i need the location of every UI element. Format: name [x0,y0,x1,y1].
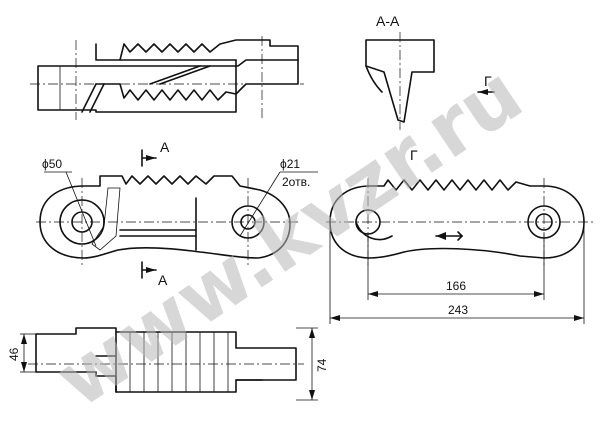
section-title: А-А [376,13,400,29]
front-view-right: Г 166 243 [326,147,596,324]
dim-243: 243 [448,303,468,317]
bottom-view: 46 74 [7,327,329,401]
dim-phi21: ϕ21 [280,157,300,171]
dim-74: 74 [315,358,329,372]
front-view-left: А А ϕ50 ϕ21 2отв. [36,139,318,288]
dim-166: 166 [446,279,466,293]
dim-46: 46 [7,347,21,361]
top-view [30,36,304,120]
dim-holes-count: 2отв. [282,175,310,189]
section-mark-a-top: А [160,139,170,155]
view-mark-g-right: Г [410,147,418,163]
dim-phi50: ϕ50 [42,157,62,171]
section-mark-a-bottom: А [158,272,168,288]
view-mark-g-top: Г [484,73,492,89]
section-view: А-А Г [365,13,495,130]
watermark: www.kvzr.ru [40,49,538,426]
